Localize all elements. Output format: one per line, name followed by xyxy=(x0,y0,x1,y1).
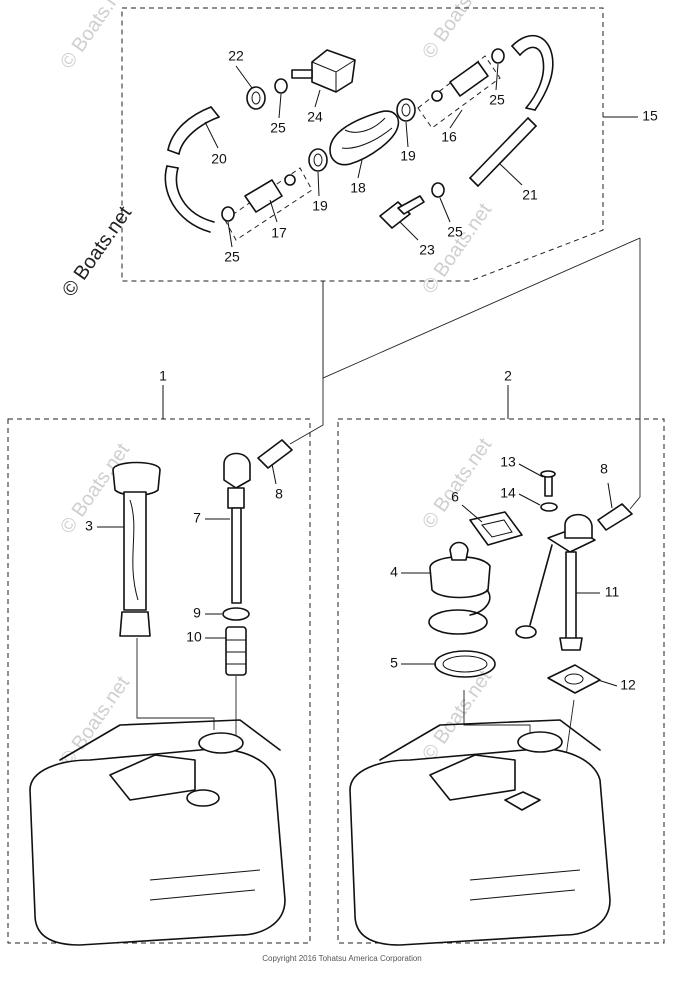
callout-label: 6 xyxy=(451,489,459,505)
clamp-ring xyxy=(274,78,288,94)
hose-assembly xyxy=(164,34,554,241)
watermark-group: © Boats.net © Boats.net © Boats.net © Bo… xyxy=(56,0,496,771)
callout-label: 17 xyxy=(271,225,287,241)
screw xyxy=(544,475,553,497)
callout-label: 12 xyxy=(620,677,636,693)
callout-label: 25 xyxy=(224,249,240,265)
callout-label: 8 xyxy=(275,486,283,502)
watermark: © Boats.net xyxy=(418,666,496,765)
check-valve xyxy=(449,61,489,97)
quick-connector xyxy=(257,439,293,469)
callout-label: 1 xyxy=(159,368,167,384)
washer xyxy=(540,502,558,512)
callout-label: 19 xyxy=(400,148,416,164)
tank-opening xyxy=(198,732,244,754)
hose-assembly-box xyxy=(121,7,604,282)
clamp-ring xyxy=(431,182,445,198)
fuel-tank xyxy=(349,748,611,946)
callout-labels: 22 25 24 20 18 19 19 16 25 15 21 17 25 2… xyxy=(85,48,658,693)
callout-label: 3 xyxy=(85,518,93,534)
callout-label: 10 xyxy=(186,629,202,645)
callout-label: 25 xyxy=(270,120,286,136)
callout-label: 25 xyxy=(489,92,505,108)
quick-connector xyxy=(597,503,633,531)
clamp-ring xyxy=(396,98,416,122)
callout-label: 23 xyxy=(419,242,435,258)
callout-label: 25 xyxy=(447,224,463,240)
callout-label: 15 xyxy=(642,108,658,124)
pickup-elbow xyxy=(223,452,251,489)
callout-label: 21 xyxy=(522,187,538,203)
tank-1-box xyxy=(7,418,311,944)
watermark: © Boats.net xyxy=(58,202,136,301)
fuel-tank xyxy=(29,748,286,946)
watermark: © Boats.net xyxy=(56,0,134,73)
clamp-ring xyxy=(246,86,266,110)
callout-label: 9 xyxy=(193,605,201,621)
callout-label: 7 xyxy=(193,510,201,526)
primer-bulb xyxy=(329,110,400,166)
check-valve xyxy=(244,179,283,213)
callout-label: 24 xyxy=(307,109,323,125)
callout-label: 13 xyxy=(500,454,516,470)
leader-lines xyxy=(97,63,638,687)
connector-lines xyxy=(136,237,641,771)
fuel-gauge xyxy=(112,461,161,497)
gasket xyxy=(469,511,523,546)
callout-label: 18 xyxy=(350,180,366,196)
callout-label: 5 xyxy=(390,655,398,671)
callout-label: 2 xyxy=(504,368,512,384)
callout-label: 19 xyxy=(312,198,328,214)
clamp-ring xyxy=(308,148,328,172)
copyright-notice: Copyright 2016 Tohatsu America Corporati… xyxy=(262,954,422,963)
callout-label: 22 xyxy=(228,48,244,64)
fuel-tank-2-group xyxy=(349,470,633,946)
clamp-ring xyxy=(491,48,505,64)
tank-2-box xyxy=(337,418,665,944)
fuel-cap xyxy=(429,555,491,599)
sender-gasket xyxy=(547,664,601,694)
cap-seal xyxy=(428,609,488,635)
callout-label: 4 xyxy=(390,564,398,580)
callout-label: 14 xyxy=(500,485,516,501)
fuel-hose xyxy=(167,106,212,151)
o-ring xyxy=(222,607,250,621)
clamp-ring xyxy=(221,206,235,222)
callout-label: 11 xyxy=(605,584,620,600)
watermark: © Boats.net xyxy=(418,0,496,63)
fuel-filter xyxy=(225,626,247,676)
callout-label: 20 xyxy=(211,151,227,167)
fuel-tank-1-group xyxy=(29,439,293,946)
tank-opening xyxy=(517,731,563,753)
callout-label: 16 xyxy=(441,129,457,145)
retaining-ring xyxy=(434,650,496,678)
callout-label: 8 xyxy=(600,461,608,477)
